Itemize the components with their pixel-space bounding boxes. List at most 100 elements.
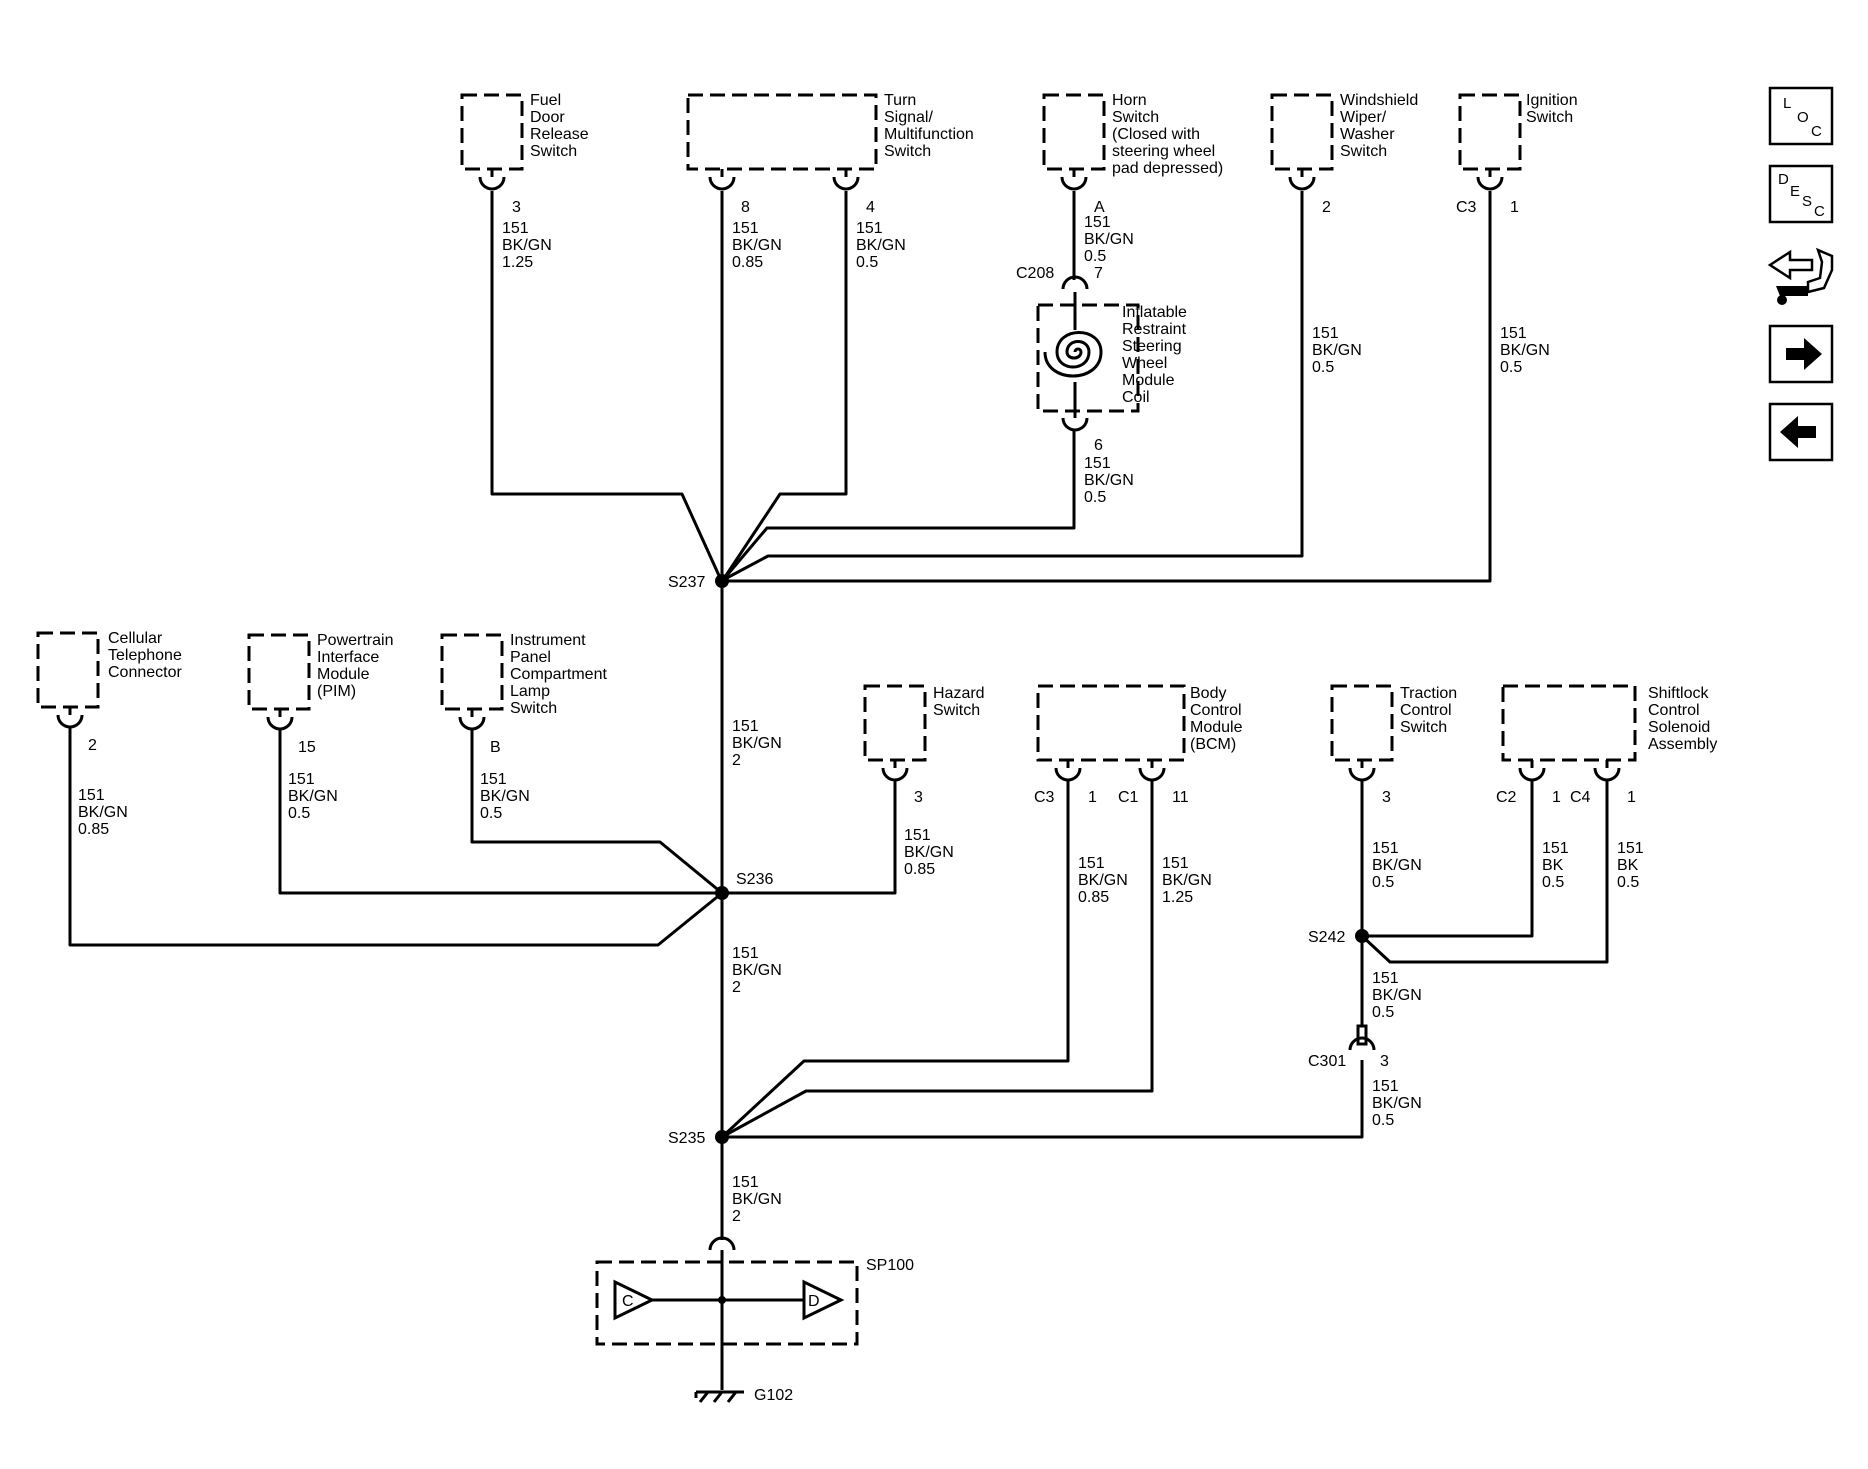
- splice-s236-dot: [715, 886, 729, 900]
- wire-cellular: [68, 728, 723, 947]
- loc-button[interactable]: L O C: [1768, 86, 1834, 146]
- connector-c208: C208: [1016, 265, 1054, 282]
- sp100-diode-d: [802, 1279, 845, 1321]
- sp100-d-label: D: [808, 1293, 820, 1310]
- loc-icon: L O C: [1783, 95, 1822, 140]
- svg-text:O: O: [1797, 109, 1809, 126]
- pin-traction: 3: [1382, 789, 1391, 806]
- ground-symbol-icon: [694, 1390, 744, 1403]
- wire-bcm-c1: [721, 781, 1154, 1139]
- svg-text:L: L: [1783, 95, 1791, 112]
- next-page-button[interactable]: [1768, 324, 1834, 384]
- pin-irsc-6: 6: [1094, 437, 1103, 454]
- ip-compartment-lamp-switch-box: [440, 633, 504, 711]
- splice-s242-label: S242: [1308, 929, 1345, 946]
- sp100-bus-dot: [718, 1296, 726, 1304]
- hazard-switch-box: [863, 684, 927, 762]
- pin-horn-a: A: [1094, 199, 1105, 216]
- connector-pins: [56, 169, 1621, 1251]
- splice-labels: S237 S236 S235 S242 SP100 G102: [668, 574, 1345, 1404]
- pin-cell: 2: [88, 737, 97, 754]
- connector-c301: C301: [1308, 1053, 1346, 1070]
- connector-swap-button[interactable]: [1767, 247, 1834, 305]
- shiftlock-solenoid-box: [1501, 684, 1637, 762]
- connector-bcm-c1: C1: [1118, 789, 1139, 806]
- label-wiper: Windshield Wiper/ Washer Switch: [1340, 92, 1423, 160]
- bcm-box: [1036, 684, 1186, 762]
- pin-turn-8: 8: [741, 199, 750, 216]
- label-ignition: Ignition Switch: [1526, 92, 1582, 126]
- svg-text:C: C: [1814, 203, 1825, 220]
- wire-c301-to-s235: [722, 1060, 1364, 1139]
- pin-c208-7: 7: [1094, 265, 1103, 282]
- splice-s236-label: S236: [736, 871, 773, 888]
- svg-text:C: C: [1811, 123, 1822, 140]
- splice-s242-dot: [1355, 929, 1369, 943]
- splice-dots: [715, 574, 1369, 1304]
- pin-bcm-c1: 11: [1172, 789, 1189, 806]
- sp100-diode-c: [613, 1279, 656, 1321]
- wire-fuel-door: [490, 191, 723, 581]
- previous-page-button[interactable]: [1768, 402, 1834, 462]
- desc-button[interactable]: D E S C: [1768, 164, 1834, 224]
- wire-shift-c2: [1362, 781, 1534, 938]
- pin-hazard: 3: [914, 789, 923, 806]
- splice-s237-dot: [715, 574, 729, 588]
- label-turn-signal: Turn Signal/ Multifunction Switch: [884, 92, 978, 160]
- irsc-coil-box: [1036, 303, 1140, 413]
- pin-wiper: 2: [1322, 199, 1331, 216]
- nav-buttons: L O C D E S C: [1767, 86, 1834, 462]
- splice-s237-label: S237: [668, 574, 705, 591]
- label-horn: Horn Switch (Closed with steering wheel …: [1112, 92, 1223, 177]
- label-ip-lamp: Instrument Panel Compartment Lamp Switch: [510, 632, 611, 717]
- connector-shift-c4: C4: [1570, 789, 1591, 806]
- svg-text:S: S: [1802, 193, 1812, 210]
- label-hazard: Hazard Switch: [933, 685, 989, 719]
- splice-s235-dot: [715, 1130, 729, 1144]
- splice-s235-label: S235: [668, 1130, 705, 1147]
- connector-ignition-c3: C3: [1456, 199, 1477, 216]
- wire-turn-pin4: [721, 191, 848, 581]
- pin-ignition: 1: [1510, 199, 1519, 216]
- label-shiftlock: Shiftlock Control Solenoid Assembly: [1648, 685, 1717, 753]
- horn-switch-box: [1042, 93, 1106, 171]
- pin-ip-lamp: B: [490, 739, 501, 756]
- label-irsc: Inflatable Restraint Steering Wheel Modu…: [1122, 304, 1191, 406]
- clockspring-coil-symbol: [1043, 331, 1103, 378]
- pin-fuel-door: 3: [512, 199, 521, 216]
- pin-shift-c4: 1: [1627, 789, 1636, 806]
- connector-bcm-c3: C3: [1034, 789, 1055, 806]
- sp100-c-label: C: [622, 1293, 634, 1310]
- connector-swap-icon: [1767, 247, 1834, 305]
- g102-label: G102: [754, 1387, 793, 1404]
- label-bcm: Body Control Module (BCM): [1190, 685, 1247, 753]
- component-labels: Fuel Door Release Switch Turn Signal/ Mu…: [108, 92, 1717, 753]
- wiper-washer-switch-box: [1270, 93, 1334, 171]
- pim-box: [247, 633, 311, 711]
- wire-ignition: [722, 191, 1492, 583]
- cellular-telephone-connector-box: [36, 631, 100, 709]
- arrow-right-icon: [1786, 338, 1822, 370]
- arrow-left-icon: [1780, 416, 1816, 448]
- wires: [68, 191, 1609, 1390]
- label-fuel-door: Fuel Door Release Switch: [530, 92, 593, 160]
- wire-hazard: [722, 781, 897, 895]
- desc-icon: D E S C: [1778, 171, 1825, 220]
- sp100-splice-pack-box: [595, 1260, 859, 1346]
